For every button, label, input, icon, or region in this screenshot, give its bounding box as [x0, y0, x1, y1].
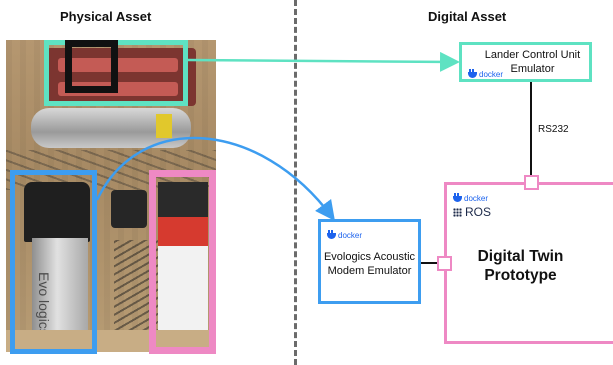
modem-mapping-arrow [95, 136, 335, 222]
modem-emulator-box: docker Evologics Acoustic Modem Emulator [318, 219, 421, 304]
docker-label: docker [479, 70, 504, 79]
physical-asset-photo: Evo logics [6, 40, 216, 352]
ros-icon: ROS [453, 205, 491, 219]
docker-icon: docker [468, 68, 504, 79]
modem-transducer-cap [24, 182, 90, 242]
digital-twin-title: Digital Twin Prototype [477, 248, 564, 284]
acoustic-modem-hardware [32, 238, 88, 342]
modem-highlight-frame [10, 170, 97, 354]
battery-pack-hardware [158, 182, 208, 342]
lander-mapping-arrow [187, 51, 460, 72]
lander-emulator-box: Lander Control Unit Emulator docker [459, 42, 592, 82]
digital-twin-box: docker ROS Digital Twin Prototype [444, 182, 613, 344]
docker-whale-icon [453, 192, 462, 202]
twin-highlight-frame [149, 170, 216, 354]
digital-asset-heading: Digital Asset [428, 9, 507, 24]
lander-emulator-title: Lander Control Unit Emulator [484, 49, 581, 75]
hardware-detail [58, 58, 178, 72]
ros-dots-icon [453, 207, 462, 217]
twin-left-port [437, 256, 452, 271]
docker-whale-icon [468, 68, 477, 78]
modem-emulator-title: Evologics Acoustic Modem Emulator [323, 251, 416, 277]
docker-icon: docker [327, 229, 363, 240]
physical-asset-heading: Physical Asset [60, 9, 152, 24]
connector-highlight-frame [65, 40, 118, 93]
ros-label: ROS [465, 205, 492, 219]
docker-icon: docker [453, 192, 489, 203]
rs232-link [530, 82, 532, 175]
junction-box [111, 190, 147, 228]
section-divider [294, 0, 297, 365]
docker-label: docker [338, 231, 363, 240]
warning-label [156, 114, 172, 138]
docker-whale-icon [327, 229, 336, 239]
floor [6, 330, 216, 352]
twin-top-port [524, 175, 539, 190]
modem-twin-link [421, 262, 437, 264]
docker-label: docker [464, 194, 489, 203]
rs232-label: RS232 [538, 124, 569, 135]
